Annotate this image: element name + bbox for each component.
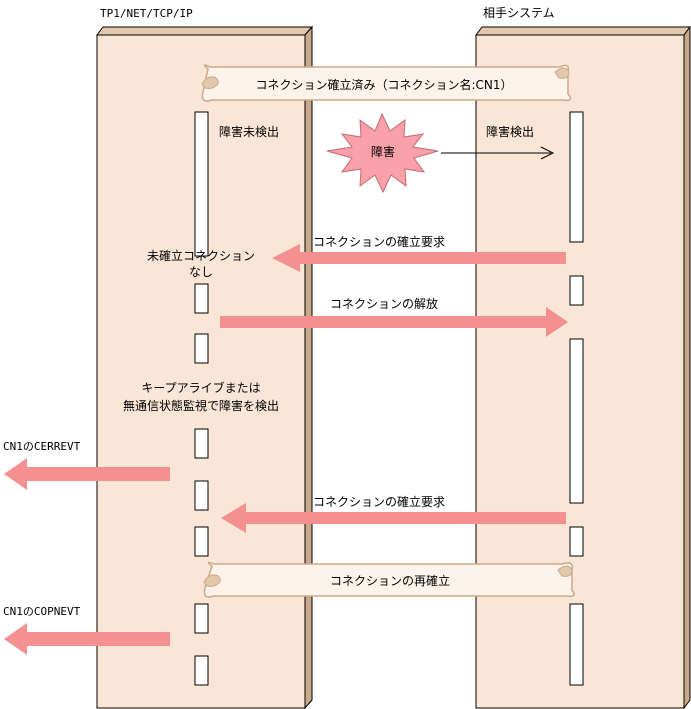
cerrevt-arrow — [4, 458, 170, 490]
right-lane-title: 相手システム — [483, 6, 555, 20]
failure-star: 障害 — [326, 112, 439, 194]
right-activation-5 — [569, 603, 584, 686]
release-label: コネクションの解放 — [330, 296, 438, 311]
left-lane-title: TP1/NET/TCP/IP — [100, 7, 193, 20]
note-no-connection-line2: なし — [189, 265, 213, 279]
established-banner-text: コネクション確立済み（コネクション名:CN1） — [255, 77, 512, 92]
left-activation-8 — [194, 655, 209, 686]
left-activation-4 — [194, 428, 209, 459]
note-no-connection-line1: 未確立コネクション — [147, 248, 255, 263]
connect-request-arrow-2 — [221, 503, 566, 533]
failure-detect-arrow — [441, 146, 555, 160]
reestablish-banner: コネクションの再確立 — [203, 561, 575, 598]
established-banner: コネクション確立済み（コネクション名:CN1） — [201, 64, 572, 102]
connect-request-label-2: コネクションの確立要求 — [313, 494, 445, 509]
note-detected: 障害検出 — [486, 124, 534, 139]
note-undetected: 障害未検出 — [219, 124, 279, 139]
left-activation-3 — [194, 333, 209, 364]
copnevt-arrow — [4, 623, 170, 655]
left-activation-2 — [194, 283, 209, 314]
right-activation-3 — [569, 338, 584, 504]
left-activation-5 — [194, 480, 209, 511]
connect-request-arrow-1 — [272, 244, 566, 272]
note-keepalive-line2: 無通信状態監視で障害を検出 — [123, 398, 279, 413]
failure-star-label: 障害 — [371, 144, 395, 159]
release-arrow — [220, 307, 568, 337]
copnevt-label: CN1のCOPNEVT — [3, 605, 81, 618]
right-activation-4 — [569, 526, 584, 557]
left-activation-6 — [194, 526, 209, 557]
right-activation-2 — [569, 275, 584, 306]
left-activation-7 — [194, 603, 209, 634]
connect-request-label-1: コネクションの確立要求 — [313, 234, 445, 249]
note-keepalive-line1: キープアライブまたは — [141, 380, 260, 395]
right-activation-1 — [569, 111, 584, 243]
left-activation-1 — [194, 111, 209, 257]
reestablish-banner-text: コネクションの再確立 — [330, 573, 450, 588]
cerrevt-label: CN1のCERREVT — [3, 440, 81, 453]
